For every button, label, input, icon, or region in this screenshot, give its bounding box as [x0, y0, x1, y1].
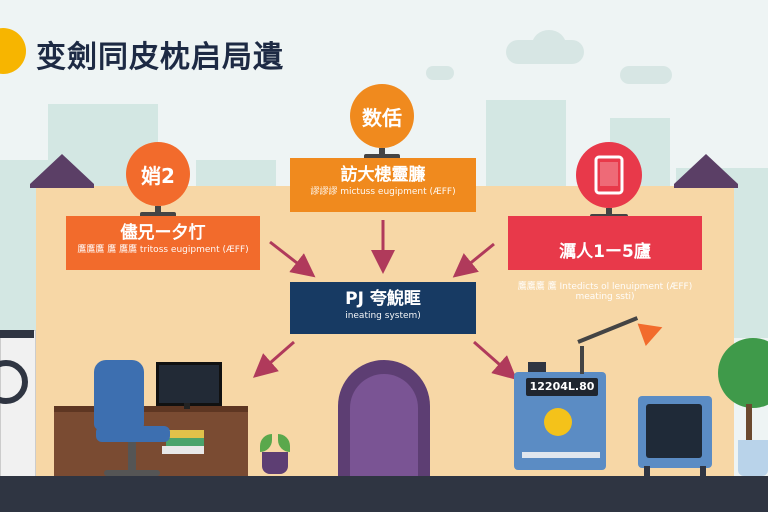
safe-leg — [700, 466, 706, 476]
pin-stem — [379, 148, 385, 156]
left-node-circle: 娋2 — [126, 142, 190, 206]
pin-base — [140, 212, 176, 218]
arrow — [252, 340, 295, 378]
chair-base — [104, 470, 160, 476]
center-box-subtitle: ineating system) — [345, 311, 421, 321]
center-info-box: PJ 夸鯢眶 ineating system) — [290, 282, 476, 334]
roof-right-edge — [674, 184, 738, 188]
arrow — [452, 242, 495, 278]
machine-slot — [522, 452, 600, 458]
right-box-title: 濿人1ー5廬 — [559, 242, 651, 262]
book — [164, 430, 204, 438]
page-title: 变劍同皮枕启局遺 — [36, 40, 284, 75]
plant-leaf — [278, 434, 290, 452]
center-box-title: PJ 夸鯢眶 — [345, 289, 421, 309]
left-box-title: 儘兄ー夕忊 — [120, 223, 206, 243]
right-node-circle — [576, 142, 642, 208]
machine-light — [544, 408, 572, 436]
monitor-stand — [184, 403, 190, 409]
cloud — [620, 66, 672, 84]
roof-left-edge — [30, 184, 94, 188]
computer-monitor — [156, 362, 222, 406]
desk — [54, 406, 248, 480]
left-node-label: 娋2 — [141, 163, 175, 188]
book — [166, 438, 204, 446]
roof-left — [30, 154, 94, 184]
safe-leg — [644, 466, 650, 476]
safe-door — [646, 404, 702, 458]
right-box-subtitle: 鷹鷹鷹 鷹 Intedicts ol lenuipment (ÆFF) meat… — [517, 282, 693, 302]
top-node-label: 数佸 — [362, 105, 402, 130]
pin-base — [364, 154, 400, 160]
background-building — [486, 100, 566, 200]
chair-back — [94, 360, 144, 430]
tree-pot — [738, 440, 768, 476]
plant-leaf — [260, 434, 272, 452]
pin-stem — [606, 208, 612, 216]
right-info-box: 濿人1ー5廬 鷹鷹鷹 鷹 Intedicts ol lenuipment (ÆF… — [508, 216, 702, 302]
pin-stem — [155, 206, 161, 214]
left-device-dial — [0, 360, 28, 404]
top-node-circle: 数佸 — [350, 84, 414, 148]
top-box-subtitle: 謬謬謬 mictuss eugipment (ÆFF) — [310, 187, 456, 197]
door — [350, 374, 418, 478]
tablet-icon — [594, 155, 624, 195]
chair-leg — [128, 442, 136, 472]
tree-trunk — [746, 404, 752, 444]
chair-seat — [96, 426, 170, 442]
plant-pot — [262, 452, 288, 474]
left-info-box: 儘兄ー夕忊 鷹鷹鷹 鷹 鷹鷹 tritoss eugipment (ÆFF) — [66, 216, 260, 270]
arrow — [269, 240, 316, 278]
left-box-subtitle: 鷹鷹鷹 鷹 鷹鷹 tritoss eugipment (ÆFF) — [77, 245, 249, 255]
cloud — [532, 30, 566, 60]
floor — [0, 476, 768, 512]
lamp-post — [580, 346, 584, 374]
tree — [718, 338, 768, 408]
machine-top — [528, 362, 546, 374]
left-device-top — [0, 330, 34, 338]
top-box-title: 訪大槵靈臁 — [340, 165, 426, 185]
roof-right — [674, 154, 738, 184]
machine-display: 12204L.80 — [526, 378, 598, 396]
book — [162, 446, 204, 454]
arrow — [473, 340, 517, 380]
top-info-box: 訪大槵靈臁 謬謬謬 mictuss eugipment (ÆFF) — [290, 158, 476, 212]
cloud — [426, 66, 454, 80]
left-device — [0, 330, 36, 478]
